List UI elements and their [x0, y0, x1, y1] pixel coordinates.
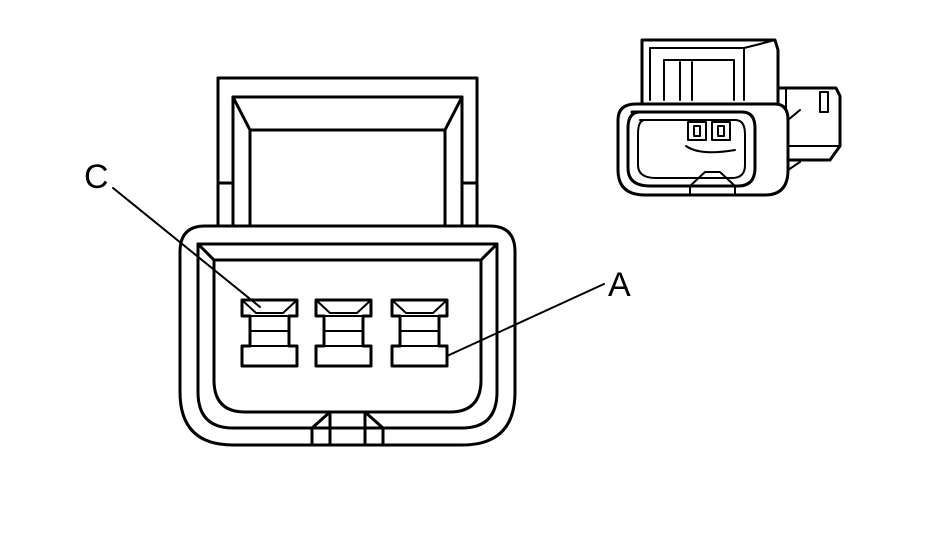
callout-c: C: [84, 158, 261, 308]
connector-perspective-view: [616, 38, 842, 197]
callout-leader-a: [446, 283, 605, 357]
terminal-cavity-a: [390, 298, 449, 368]
terminal-cavity-c: [240, 298, 299, 368]
callout-a: A: [446, 266, 631, 357]
callout-leader-c: [112, 187, 261, 308]
terminal-cavity-b: [314, 298, 373, 368]
callout-label-c: C: [84, 158, 109, 196]
callout-label-a: A: [608, 266, 631, 304]
locking-tab: [216, 76, 479, 247]
connector-face-view: [178, 76, 517, 447]
